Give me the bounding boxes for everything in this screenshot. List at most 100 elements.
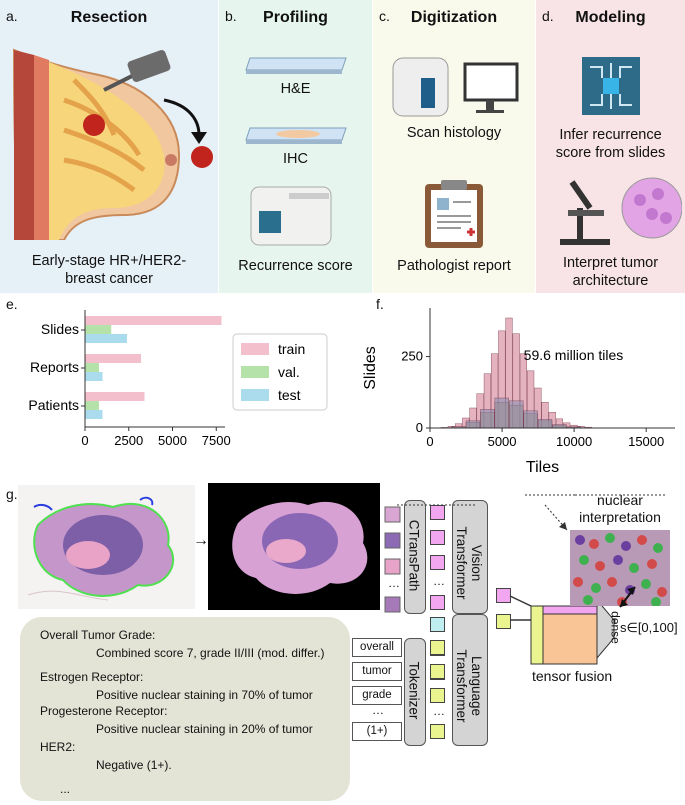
panel-g-label: g.	[6, 486, 18, 502]
token-her2: (1+)	[352, 722, 402, 741]
breast-anatomy-illustration	[12, 48, 213, 240]
hist-bar-test	[537, 419, 553, 429]
token-ellipsis: …	[372, 703, 384, 717]
vision-embedding	[430, 555, 445, 570]
bar-train-reports	[85, 354, 141, 363]
ihc-slide-icon	[245, 127, 347, 144]
hist-bar-test	[494, 397, 509, 429]
sequencer-icon	[250, 186, 332, 246]
tensor-fusion-label: tensor fusion	[532, 668, 613, 684]
hist-bar-test	[509, 400, 524, 429]
vision-embedding	[430, 595, 445, 610]
report-line: ...	[60, 782, 71, 796]
report-line: Positive nuclear staining in 20% of tumo…	[96, 722, 313, 736]
category-label: Reports	[30, 359, 79, 375]
arrow-icon: →	[193, 532, 209, 549]
nuclear-label-line1: nuclear	[597, 492, 643, 508]
category-label: Patients	[28, 397, 79, 413]
panel-e-label: e.	[6, 296, 18, 312]
nuclear-label-line2: interpretation	[579, 509, 661, 525]
infer-recurrence-label-line1: Infer recurrence	[559, 127, 662, 143]
language-embedding	[430, 617, 445, 632]
token-embedding	[430, 664, 445, 679]
report-line: Progesterone Receptor:	[40, 704, 168, 718]
language-output-embedding	[496, 614, 511, 629]
panel-a-label: a.	[6, 8, 18, 24]
legend-swatch	[241, 343, 269, 355]
legend-swatch	[241, 366, 269, 378]
x-tick-label: 0	[426, 434, 433, 449]
x-tick-label: 15000	[628, 434, 664, 449]
panel-c: c. Digitization Scan histology Pathologi…	[373, 0, 535, 293]
x-tick-label: 0	[81, 433, 88, 448]
legend-label: train	[278, 341, 305, 357]
ihc-label: IHC	[283, 151, 308, 167]
token-overall: overall	[352, 638, 402, 657]
connector-lines	[397, 494, 665, 608]
token-embedding	[430, 724, 445, 739]
panel-a: a. Resection Early-stage HR+/HER2- breas…	[0, 0, 218, 293]
score-label: s∈[0,100]	[620, 620, 678, 635]
y-axis-label: Slides	[362, 346, 379, 390]
tensor-fusion-diagram	[509, 587, 615, 665]
microscope-icon	[560, 177, 682, 245]
hist-bar-test	[523, 410, 538, 429]
report-line: Positive nuclear staining in 70% of tumo…	[96, 688, 313, 702]
recurrence-score-label: Recurrence score	[238, 258, 353, 274]
annotation: 59.6 million tiles	[524, 347, 624, 363]
hist-bar-test	[552, 424, 567, 429]
token-grade: grade	[352, 686, 402, 705]
panel-c-label: c.	[379, 8, 390, 24]
tokenizer-label: Tokenizer	[406, 661, 422, 720]
panel-a-caption-line1: Early-stage HR+/HER2-	[31, 253, 187, 269]
panel-d-title: Modeling	[575, 9, 646, 26]
panel-f-label: f.	[376, 296, 384, 312]
report-line: Negative (1+).	[96, 758, 172, 772]
report-line: Estrogen Receptor:	[40, 670, 144, 684]
tile-images	[384, 506, 401, 613]
panel-d: d. Modeling Infer recurrence score from …	[536, 0, 685, 293]
y-tick-label: 0	[416, 420, 423, 435]
tiles-ellipsis: …	[388, 576, 400, 590]
language-transformer-box	[452, 614, 488, 746]
panel-d-label: d.	[542, 8, 554, 24]
he-slide-icon	[245, 57, 347, 74]
interpret-architecture-label-line1: Interpret tumor	[562, 255, 659, 271]
interpret-architecture-label-line2: architecture	[572, 273, 649, 289]
vision-embedding-ellipsis: …	[433, 574, 445, 588]
report-line: HER2:	[40, 740, 76, 754]
panel-a-caption-line2: breast cancer	[65, 271, 153, 287]
bar-train-patients	[85, 392, 145, 401]
panel-b-label: b.	[225, 8, 237, 24]
language-transformer-label: Language Transformer	[454, 649, 484, 723]
panel-b-title: Profiling	[263, 9, 328, 26]
bar-test-reports	[85, 372, 103, 381]
bar-val-patients	[85, 401, 99, 410]
report-box	[20, 617, 350, 801]
y-tick-label: 250	[401, 349, 423, 364]
x-axis-label: Tiles	[526, 459, 559, 476]
tissue-masked-slide	[208, 483, 380, 610]
x-tick-label: 5000	[158, 433, 187, 448]
scanner-computer-icon	[392, 57, 519, 117]
bar-train-slides	[85, 316, 222, 325]
chip-icon	[582, 57, 640, 115]
he-label: H&E	[280, 81, 311, 97]
report-line: Combined score 7, grade II/III (mod. dif…	[96, 646, 325, 660]
token-embedding	[430, 640, 445, 655]
vision-embedding	[430, 530, 445, 545]
token-tumor: tumor	[352, 662, 402, 681]
panel-b: b. Profiling H&E IHC Recurrence score	[219, 0, 372, 293]
pathologist-report-label: Pathologist report	[397, 258, 511, 274]
token-embedding-ellipsis: …	[433, 704, 445, 718]
bar-val-reports	[85, 363, 99, 372]
ctranspath-box	[404, 500, 426, 614]
legend-label: val.	[278, 364, 300, 380]
bar-test-patients	[85, 410, 103, 419]
x-tick-label: 5000	[488, 434, 517, 449]
panel-a-title: Resection	[70, 9, 148, 26]
panel-c-title: Digitization	[410, 9, 498, 26]
token-embedding	[430, 688, 445, 703]
